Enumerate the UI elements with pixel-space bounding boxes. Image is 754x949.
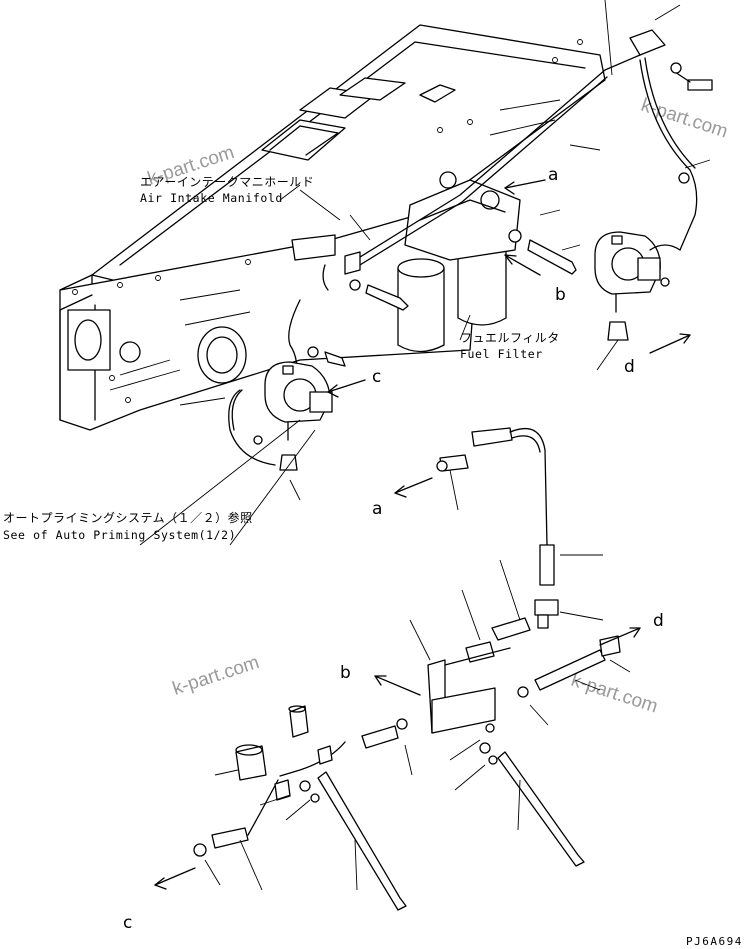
priming-pump-right	[594, 231, 681, 341]
ref-label-d: d	[653, 611, 664, 631]
air-intake-manifold-label-jp: エアーインテークマニホールド	[140, 175, 314, 189]
watermark: k-part.com	[568, 670, 660, 718]
drawing-code: PJ6A694	[686, 935, 743, 948]
ref-label-b: b	[340, 663, 351, 683]
leader-lines	[119, 0, 711, 891]
watermark: k-part.com	[170, 652, 262, 700]
fuel-filter	[397, 171, 521, 353]
ref-label-d: d	[624, 357, 635, 377]
auto-priming-label-en: See of Auto Priming System(1/2)	[3, 528, 236, 542]
fuel-filter-label-en: Fuel Filter	[460, 347, 543, 361]
air-intake-manifold-label-en: Air Intake Manifold	[140, 191, 283, 205]
ref-label-c: c	[123, 913, 132, 933]
air-intake-manifold	[59, 24, 606, 431]
ref-label-b: b	[555, 285, 566, 305]
ref-label-a: a	[372, 499, 382, 519]
watermark: k-part.com	[638, 95, 730, 143]
priming-pump-left	[253, 361, 333, 471]
fuel-filter-label-jp: フュエルフィルタ	[460, 331, 560, 345]
ref-label-c: c	[372, 367, 381, 387]
auto-priming-label-jp: オートプライミングシステム（１／２）参照	[3, 510, 253, 525]
ref-label-a: a	[548, 165, 558, 185]
